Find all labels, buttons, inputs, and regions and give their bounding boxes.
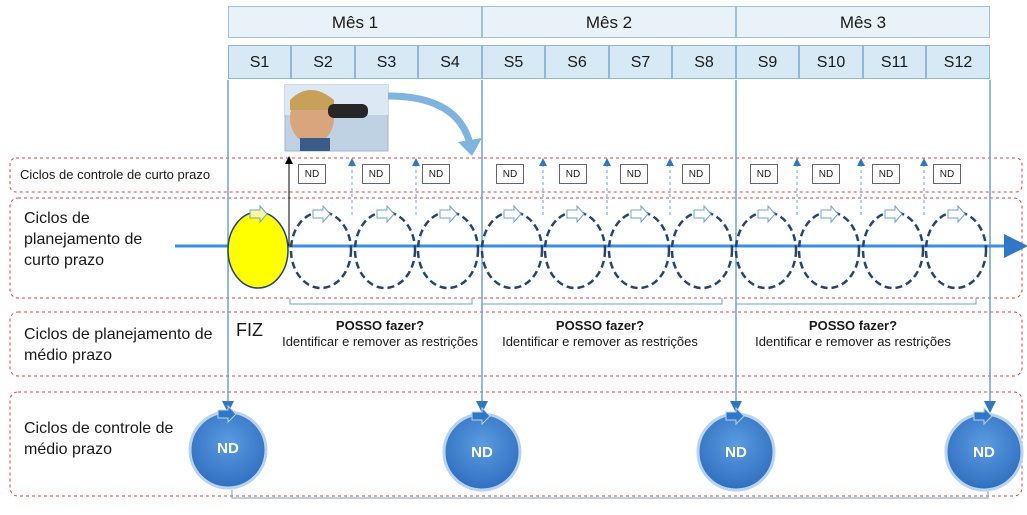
nd-box: ND	[682, 164, 710, 184]
posso-title: POSSO fazer?	[335, 318, 425, 333]
week-header: S6	[545, 45, 609, 79]
medium-control-circles	[188, 410, 1024, 492]
fiz-label: FIZ	[236, 320, 263, 340]
week-header: S7	[609, 45, 672, 79]
week-header: S1	[228, 45, 291, 79]
short-cycle-circles	[227, 210, 988, 290]
week-header: S8	[672, 45, 736, 79]
week-header: S3	[355, 45, 418, 79]
nd-box: ND	[812, 164, 840, 184]
row-label-short-planning: Ciclos de planejamento de curto prazo	[24, 210, 143, 269]
month-header-2: Mês 2	[482, 6, 736, 38]
posso-block-3: POSSO fazer? Identificar e remover as re…	[743, 318, 963, 350]
posso-body: Identificar e remover as restrições	[502, 334, 698, 349]
posso-title: POSSO fazer?	[555, 318, 645, 333]
cycle-circle-done	[227, 211, 289, 289]
row-label-short-control: Ciclos de controle de curto prazo	[20, 167, 211, 182]
band-medium-planning	[9, 311, 1023, 377]
week-header: S9	[736, 45, 799, 79]
nd-box: ND	[496, 164, 524, 184]
binoculars-photo-icon	[284, 84, 389, 152]
nd-box: ND	[933, 164, 961, 184]
month-header-1: Mês 1	[228, 6, 482, 38]
nd-circle-label: ND	[725, 444, 747, 461]
week-header: S11	[863, 45, 926, 79]
posso-body: Identificar e remover as restrições	[282, 334, 478, 349]
nd-box: ND	[872, 164, 900, 184]
nd-box: ND	[750, 164, 778, 184]
curved-arrow-icon	[387, 92, 474, 145]
nd-circle-label: ND	[973, 444, 995, 461]
week-header: S4	[418, 45, 482, 79]
week-header: S2	[291, 45, 355, 79]
posso-body: Identificar e remover as restrições	[755, 334, 951, 349]
nd-box: ND	[422, 164, 450, 184]
nd-box: ND	[362, 164, 390, 184]
week-header: S12	[926, 45, 990, 79]
posso-block-2: POSSO fazer? Identificar e remover as re…	[490, 318, 710, 350]
posso-block-1: POSSO fazer? Identificar e remover as re…	[270, 318, 490, 350]
week-header: S5	[482, 45, 545, 79]
nd-box: ND	[620, 164, 648, 184]
posso-title: POSSO fazer?	[808, 318, 898, 333]
row-label-medium-planning: Ciclos de planejamento de médio prazo	[24, 326, 213, 364]
band-short-control	[9, 157, 1023, 193]
month-header-3: Mês 3	[736, 6, 990, 38]
row-label-medium-control: Ciclos de controle de médio prazo	[24, 420, 174, 458]
nd-box: ND	[298, 164, 326, 184]
nd-box: ND	[559, 164, 587, 184]
nd-circle-label: ND	[471, 444, 493, 461]
week-header: S10	[799, 45, 863, 79]
cycle-arrow-icons	[249, 204, 966, 224]
nd-circle-label: ND	[217, 440, 239, 457]
